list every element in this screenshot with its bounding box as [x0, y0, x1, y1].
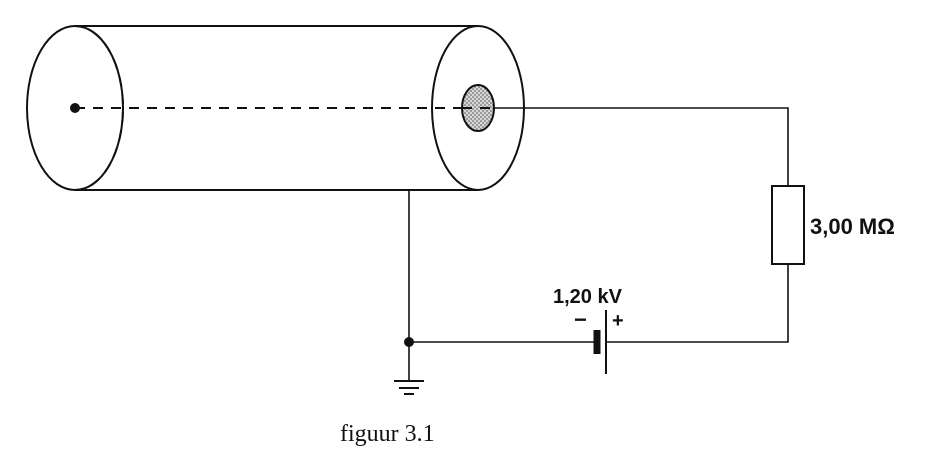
- plus-sign: +: [612, 310, 624, 332]
- ground-symbol: [394, 342, 424, 395]
- battery: [593, 310, 607, 374]
- wire-resistor-to-battery: [606, 264, 789, 343]
- cylinder-left-hidden-edge: [74, 25, 124, 191]
- voltage-label: 1,20 kV: [553, 286, 623, 308]
- wire-to-resistor: [494, 107, 789, 186]
- resistor-label: 3,00 MΩ: [810, 214, 895, 239]
- figure-caption: figuur 3.1: [340, 421, 435, 447]
- resistor: [771, 185, 805, 265]
- wire-end-dot: [70, 103, 80, 113]
- minus-sign: −: [574, 307, 587, 332]
